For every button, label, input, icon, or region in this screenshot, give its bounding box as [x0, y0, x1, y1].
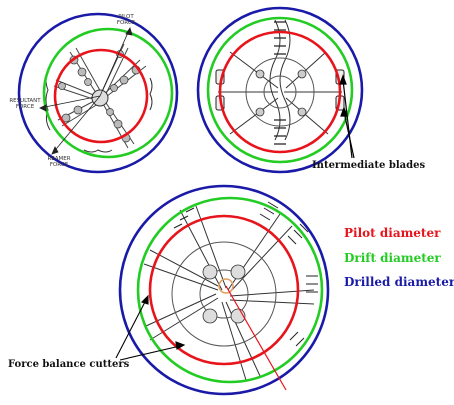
drilled-circle-tr: [196, 6, 364, 174]
pilot-force-label: PILOT FORCE: [116, 14, 136, 26]
legend-pilot-diameter: Pilot diameter: [344, 226, 441, 240]
top-right-bit-diagram: [196, 6, 364, 174]
bit-face-ring: [171, 241, 277, 347]
intermediate-blades-label: Intermediate blades: [312, 160, 426, 171]
drift-circle-tl: [42, 27, 174, 159]
bit-center: [91, 89, 109, 107]
drilled-circle-tl: [17, 12, 179, 174]
legend-drilled-diameter: Drilled diameter: [344, 275, 454, 289]
drilled-circle-bottom: [118, 184, 330, 396]
drift-circle-tr: [206, 16, 354, 164]
force-balance-cutters-label: Force balance cutters: [8, 359, 130, 370]
bit-center-mark: [218, 278, 234, 294]
nozzles: [202, 264, 246, 324]
top-left-bit-diagram: [17, 12, 179, 174]
resultant-force-label: RESULTANT FORCE: [9, 98, 41, 110]
bottom-bit-diagram: [115, 184, 330, 396]
nozzles: [255, 69, 307, 117]
pilot-circle-tr: [218, 30, 342, 154]
legend-drift-diameter: Drift diameter: [344, 251, 441, 265]
bit-face-inner: [263, 75, 297, 109]
drift-circle-bottom: [136, 196, 324, 384]
reamer-force-label: REAMER FORCE: [47, 156, 71, 168]
bit-coil-cutters: [274, 21, 286, 153]
bit-face-ring: [245, 57, 315, 127]
pilot-circle-tl: [53, 48, 149, 144]
force-balance-arrows: [115, 294, 186, 361]
bit-coil-cutters: [173, 201, 318, 347]
force-arrows: [39, 27, 133, 155]
intermediate-blades-arrows: [339, 74, 355, 159]
bit-face-inner: [199, 269, 249, 319]
pilot-circle-bottom: [148, 214, 300, 366]
pilot-radius-line: [225, 285, 287, 391]
